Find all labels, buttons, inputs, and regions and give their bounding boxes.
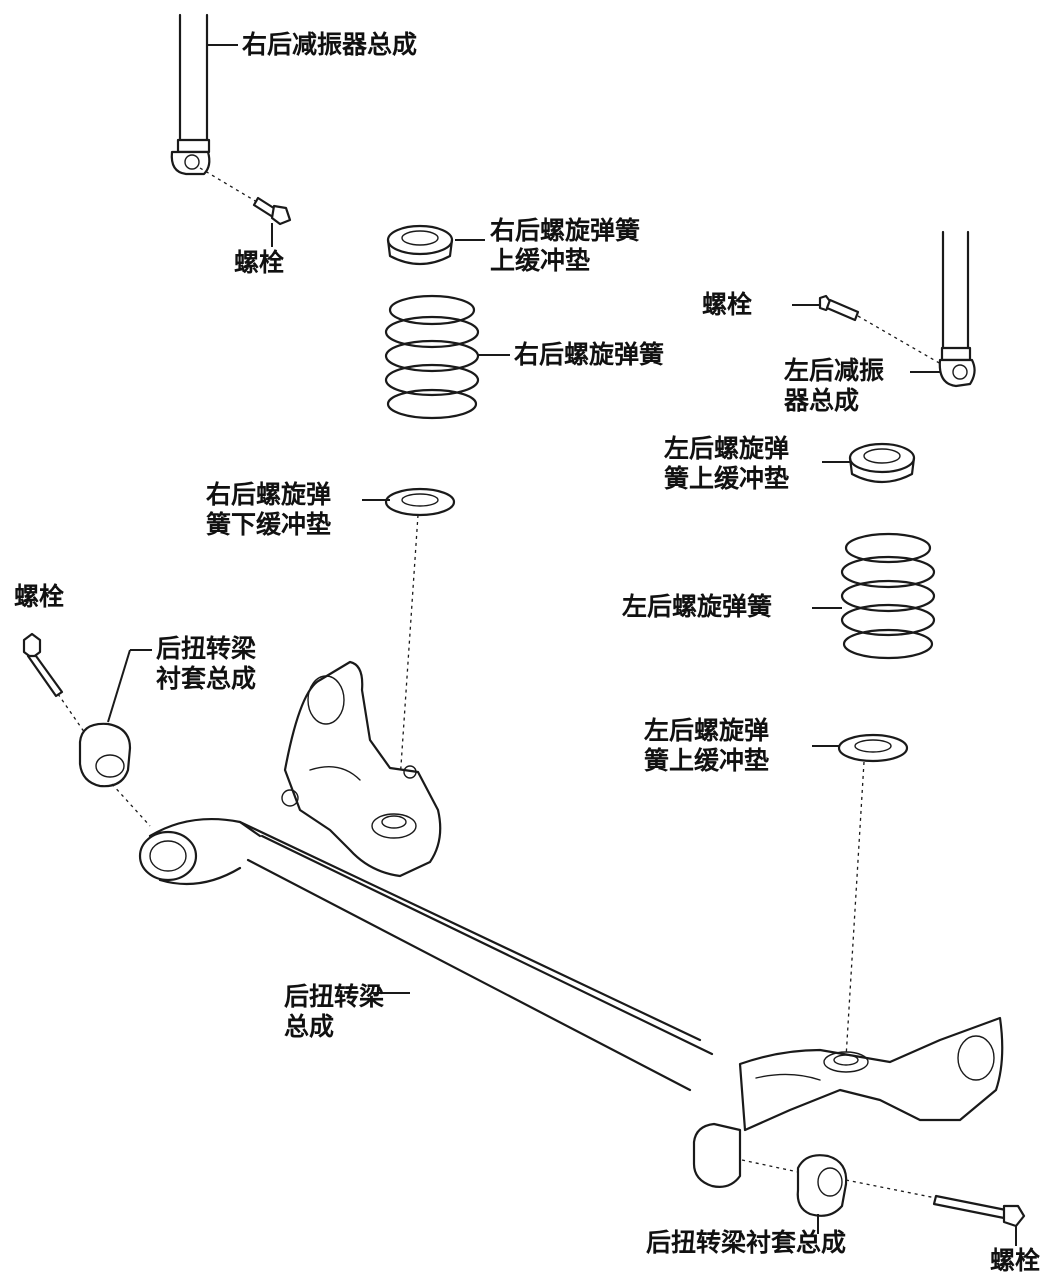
- label-right-lower-pad: 右后螺旋弹 簧下缓冲垫: [206, 480, 332, 539]
- label-right-spring: 右后螺旋弹簧: [514, 340, 665, 369]
- left-lower-pad: [812, 733, 909, 1059]
- label-bolt-right-bushing: 螺栓: [990, 1246, 1041, 1275]
- label-bushing-right: 后扭转梁衬套总成: [646, 1228, 847, 1257]
- bolt-right-shock: [199, 167, 292, 247]
- label-bolt-left-shock: 螺栓: [702, 290, 753, 319]
- label-right-shock: 右后减振器总成: [242, 30, 418, 59]
- left-upper-pad: [822, 442, 916, 484]
- left-shock-absorber: [910, 230, 976, 388]
- label-bolt-right-shock: 螺栓: [234, 248, 285, 277]
- bushing-right: [692, 1122, 848, 1234]
- right-lower-pad: [362, 487, 456, 811]
- label-bolt-left-bushing: 螺栓: [14, 582, 65, 611]
- bolt-right-bushing: [845, 1179, 1026, 1246]
- label-left-shock: 左后减振 器总成: [784, 356, 885, 415]
- label-left-spring: 左后螺旋弹簧: [622, 592, 773, 621]
- torsion-beam: [138, 660, 1004, 1132]
- label-left-lower-pad: 左后螺旋弹 簧上缓冲垫: [644, 716, 770, 775]
- right-shock-absorber: [170, 13, 238, 176]
- label-beam: 后扭转梁 总成: [284, 982, 385, 1041]
- right-upper-pad: [386, 224, 485, 266]
- label-bushing-left: 后扭转梁 衬套总成: [156, 634, 257, 693]
- label-left-upper-pad: 左后螺旋弹 簧上缓冲垫: [664, 434, 790, 493]
- bolt-left-shock: [792, 294, 949, 369]
- label-right-upper-pad: 右后螺旋弹簧 上缓冲垫: [490, 216, 641, 275]
- right-coil-spring: [384, 294, 510, 420]
- bushing-left: [78, 649, 152, 827]
- left-coil-spring: [812, 532, 936, 660]
